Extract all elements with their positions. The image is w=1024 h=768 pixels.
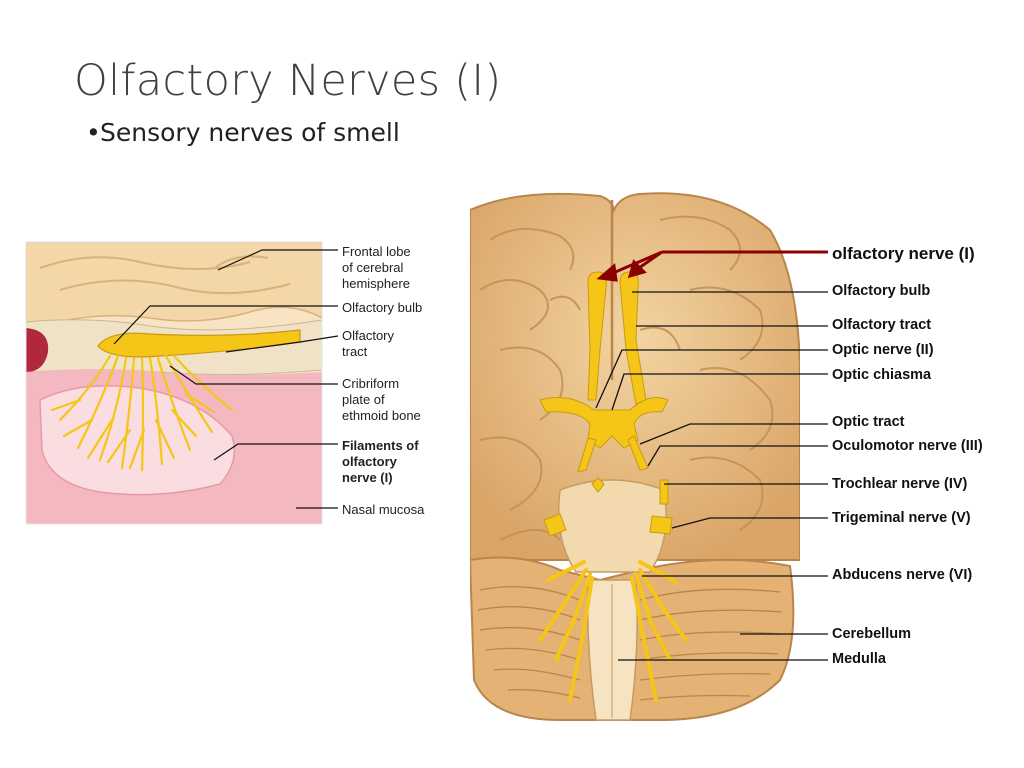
slide-title: Olfactory Nerves (I) (74, 56, 502, 106)
cerebellum-label: Cerebellum (832, 626, 911, 642)
optic-nerve-label: Optic nerve (II) (832, 342, 934, 358)
frontal-lobe-label: Frontal lobe of cerebral hemisphere (342, 244, 411, 291)
oculomotor-nerve-label: Oculomotor nerve (III) (832, 438, 983, 454)
bullet-text: Sensory nerves of smell (100, 118, 400, 147)
nasal-mucosa-label: Nasal mucosa (342, 502, 425, 517)
abducens-nerve-label: Abducens nerve (VI) (832, 567, 973, 583)
olfactory-tract-label-left: Olfactory tract (342, 328, 395, 359)
bullet-dot: • (86, 118, 101, 147)
trigeminal-nerve-label: Trigeminal nerve (V) (832, 510, 971, 526)
medulla-label: Medulla (832, 651, 886, 667)
cribriform-plate-label: Cribriform plate of ethmoid bone (342, 376, 421, 423)
optic-chiasma-label: Optic chiasma (832, 367, 932, 383)
olfactory-tract-label-right: Olfactory tract (832, 317, 932, 333)
filaments-label: Filaments of olfactory nerve (I) (342, 438, 419, 485)
trochlear-nerve-label: Trochlear nerve (IV) (832, 476, 968, 492)
olfactory-bulb-label-right: Olfactory bulb (832, 283, 931, 299)
olfactory-bulb-label-left: Olfactory bulb (342, 300, 423, 315)
bullet-item: •Sensory nerves of smell (86, 118, 400, 147)
olfactory-nerve-label: olfactory nerve (I) (832, 244, 975, 263)
optic-tract-label: Optic tract (832, 414, 905, 430)
